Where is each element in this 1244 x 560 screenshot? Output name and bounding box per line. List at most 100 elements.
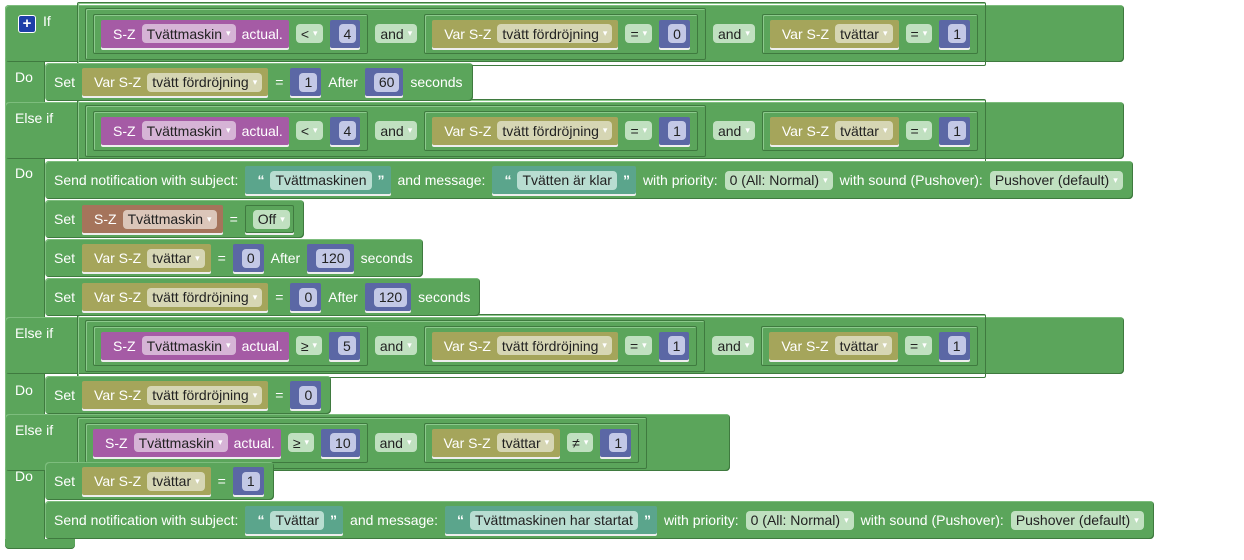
number-field[interactable]: 1 (668, 121, 686, 140)
variable-dropdown[interactable]: tvättar▾ (835, 121, 893, 140)
variable-dropdown[interactable]: tvätt fördröjning▾ (497, 24, 613, 43)
number-field[interactable]: 0 (299, 385, 318, 405)
number-block[interactable]: 1 (290, 68, 322, 96)
number-block[interactable]: 1 (600, 428, 632, 457)
send-notification-block[interactable]: Send notification with subject:“Tvättar”… (45, 501, 1154, 539)
device-dropdown[interactable]: Tvättmaskin▾ (141, 24, 236, 43)
number-field[interactable]: 0 (241, 248, 260, 268)
number-field[interactable]: 0 (668, 24, 686, 43)
number-block[interactable]: 120 (307, 244, 354, 272)
number-field[interactable]: 10 (330, 433, 356, 452)
device-dropdown[interactable]: Tvättmaskin▾ (141, 336, 236, 355)
number-block[interactable]: 0 (290, 381, 322, 409)
and-dropdown[interactable]: and▾ (375, 121, 418, 140)
operator-dropdown[interactable]: =▾ (905, 336, 932, 355)
variable-dropdown[interactable]: tvättar▾ (496, 433, 555, 452)
sound-dropdown[interactable]: Pushover (default)▾ (989, 170, 1123, 190)
variable-dropdown[interactable]: tvätt fördröjning▾ (147, 287, 263, 307)
number-field[interactable]: 1 (948, 121, 967, 140)
number-field[interactable]: 120 (373, 287, 408, 307)
number-block[interactable]: 1 (939, 116, 971, 145)
number-block[interactable]: 120 (364, 283, 412, 311)
text-block[interactable]: “Tvättar” (245, 506, 344, 534)
number-block[interactable]: 0 (232, 244, 264, 272)
number-block[interactable]: 0 (290, 283, 322, 311)
priority-dropdown[interactable]: 0 (All: Normal)▾ (745, 510, 854, 530)
and-dropdown[interactable]: and▾ (375, 24, 418, 43)
number-block[interactable]: 1 (658, 331, 690, 360)
variable-dropdown[interactable]: tvättar▾ (147, 471, 205, 491)
number-block[interactable]: 4 (329, 116, 361, 145)
variable-dropdown[interactable]: tvättar▾ (147, 248, 205, 268)
operator-dropdown[interactable]: =▾ (625, 24, 653, 43)
variable-dropdown[interactable]: tvätt fördröjning▾ (497, 121, 613, 140)
text-field[interactable]: Tvätten är klar (517, 170, 617, 190)
operator-dropdown[interactable]: <▾ (295, 24, 323, 43)
number-field[interactable]: 1 (241, 471, 260, 491)
number-block[interactable]: 5 (329, 331, 360, 360)
number-field[interactable]: 60 (373, 72, 400, 92)
number-block[interactable]: 1 (938, 331, 970, 360)
text-block[interactable]: “Tvättmaskinen har startat” (444, 506, 657, 534)
text-block[interactable]: “Tvättmaskinen” (245, 166, 391, 194)
number-field[interactable]: 1 (667, 336, 686, 355)
number-block[interactable]: 1 (232, 467, 264, 495)
number-field[interactable]: 4 (338, 24, 357, 43)
variable-dropdown[interactable]: tvättar▾ (834, 336, 892, 355)
send-notification-block[interactable]: Send notification with subject:“Tvättmas… (45, 161, 1133, 199)
operator-dropdown[interactable]: <▾ (295, 121, 323, 140)
state-dropdown[interactable]: Off▾ (252, 209, 290, 229)
variable-dropdown[interactable]: tvätt fördröjning▾ (147, 385, 263, 405)
number-field[interactable]: 1 (299, 72, 318, 92)
text-block[interactable]: “Tvätten är klar” (492, 166, 636, 194)
number-block[interactable]: 60 (364, 68, 404, 96)
variable-dropdown[interactable]: tvättar▾ (835, 24, 893, 43)
number-field[interactable]: 1 (948, 24, 967, 43)
variable-dropdown[interactable]: tvätt fördröjning▾ (496, 336, 612, 355)
device-dropdown[interactable]: Tvättmaskin▾ (133, 433, 228, 452)
priority-dropdown[interactable]: 0 (All: Normal)▾ (724, 170, 833, 190)
and-dropdown[interactable]: and▾ (374, 336, 417, 355)
number-field[interactable]: 120 (316, 248, 350, 268)
sound-dropdown[interactable]: Pushover (default)▾ (1010, 510, 1144, 530)
number-field[interactable]: 1 (609, 433, 628, 452)
device-dropdown[interactable]: Tvättmaskin▾ (141, 121, 236, 140)
operator-dropdown[interactable]: ≥▾ (287, 433, 315, 452)
number-field[interactable]: 5 (338, 336, 356, 355)
operator-dropdown[interactable]: ≥▾ (295, 336, 323, 355)
text-field[interactable]: Tvättmaskinen (270, 170, 372, 190)
number-block[interactable]: 1 (659, 116, 690, 145)
operator-dropdown[interactable]: =▾ (624, 336, 652, 355)
number-field[interactable]: 0 (299, 287, 318, 307)
